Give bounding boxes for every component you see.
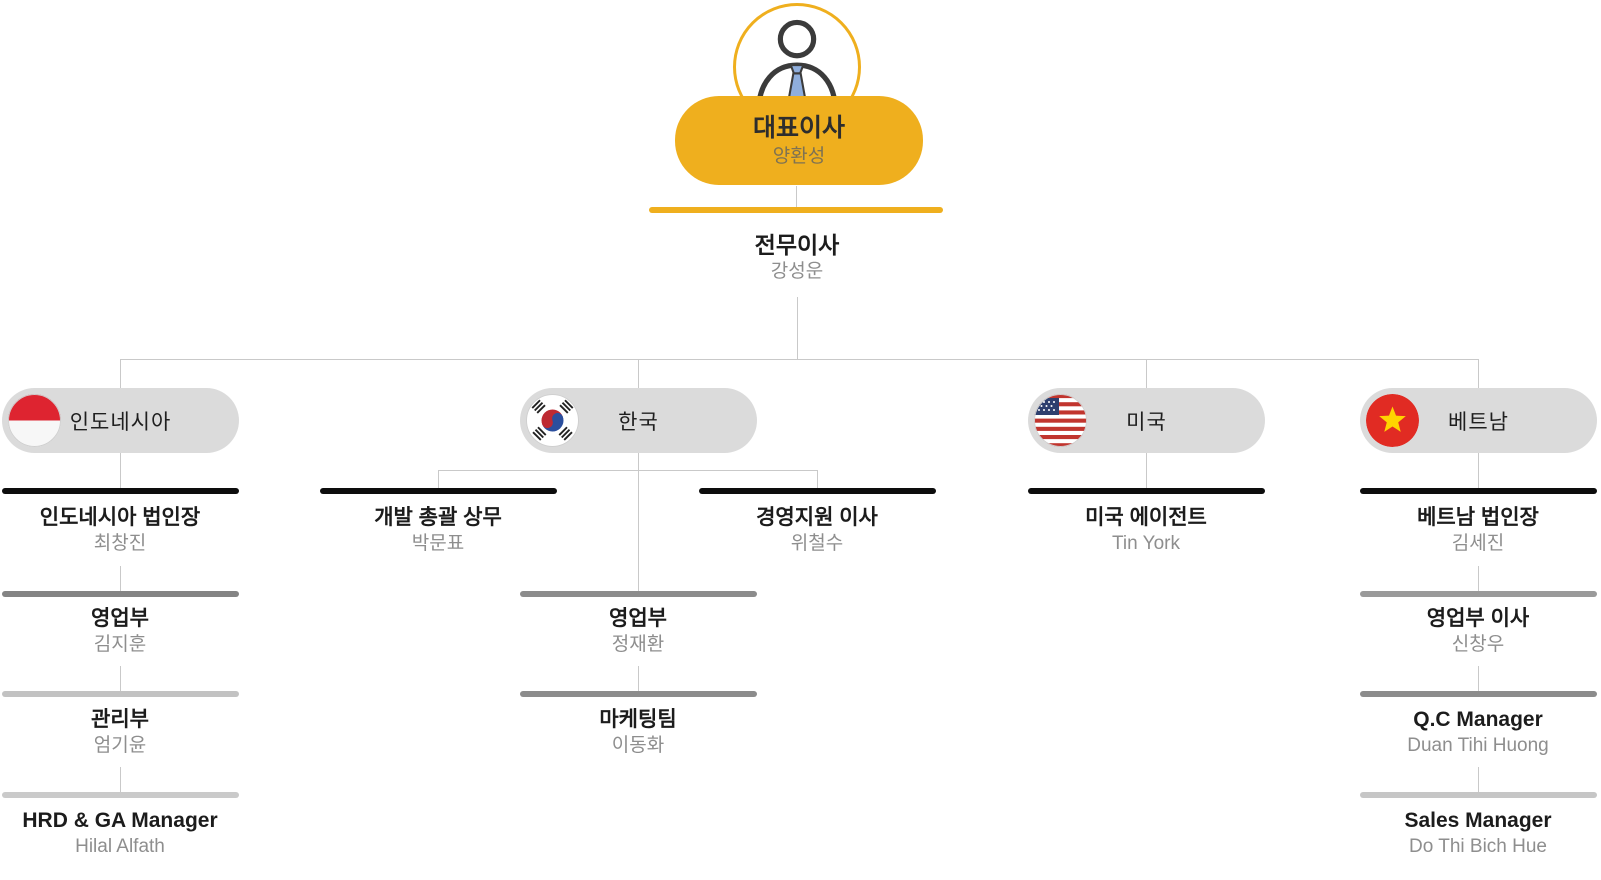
connector-stub [120,453,121,488]
connector-trunk-horizontal [120,359,1478,360]
level-bar [1360,591,1597,597]
node-name: 엄기윤 [93,735,147,756]
org-node: 베트남 법인장 김세진 [1338,504,1601,557]
branch-pill-indonesia: 인도네시아 [2,388,239,453]
branch-label: 미국 [1126,410,1167,434]
node-name: Hilal Alfath [75,836,165,857]
node-name: 박문표 [411,533,465,554]
ceo-title: 대표이사 [752,113,845,142]
branch-label: 인도네시아 [69,410,172,434]
connector-korea-split [438,470,817,471]
level-bar [1028,488,1265,494]
level-bar [1360,691,1597,697]
connector-stub [1478,566,1479,591]
node-title: 영업부 이사 [1426,607,1530,630]
node-name: Duan Tihi Huong [1407,735,1549,756]
level-bar [520,691,757,697]
org-node: 영업부 이사 신창우 [1338,605,1601,658]
connector-stub [1146,453,1147,488]
executive-node: 전무이사 강성운 [647,232,947,285]
branch-label: 베트남 [1448,410,1509,434]
node-name: 김지훈 [93,634,147,655]
connector-drop-vietnam [1478,359,1479,388]
node-title: 경영지원 이사 [756,506,878,529]
ceo-node: 대표이사 양환성 [675,96,923,185]
node-title: 전무이사 [754,232,840,258]
org-node: 영업부 정재환 [498,605,778,658]
level-bar [1360,792,1597,798]
org-node: 영업부 김지훈 [0,605,260,658]
node-title: 관리부 [91,708,149,731]
node-title: 미국 에이전트 [1085,506,1207,529]
branch-pill-korea: 한국 [520,388,757,453]
connector-stub [1478,767,1479,792]
node-title: 인도네시아 법인장 [39,506,201,529]
org-node: 개발 총괄 상무 박문표 [298,504,578,557]
level-bar [2,591,239,597]
branch-pill-vietnam: 베트남 [1360,388,1597,453]
node-name: 정재환 [611,634,665,655]
node-title: 영업부 [91,607,149,630]
connector-stub [638,666,639,691]
org-node: HRD & GA Manager Hilal Alfath [0,807,260,860]
usa-flag-icon [1034,394,1087,447]
node-title: Sales Manager [1404,809,1552,832]
org-node: 마케팅팀 이동화 [498,706,778,759]
node-title: 베트남 법인장 [1417,506,1539,529]
node-name: Do Thi Bich Hue [1409,836,1547,857]
south-korea-flag-icon [526,394,579,447]
indonesia-flag-icon [8,394,61,447]
node-title: 개발 총괄 상무 [374,506,502,529]
org-node: 미국 에이전트 Tin York [1006,504,1286,557]
connector-drop-korea-right [817,470,818,488]
connector-stub [120,666,121,691]
level-bar [2,792,239,798]
connector-stub [1478,453,1479,488]
node-name: 위철수 [790,533,844,554]
node-title: 영업부 [609,607,667,630]
connector-trunk-vertical [797,297,798,359]
level-bar [520,591,757,597]
org-node: 관리부 엄기윤 [0,706,260,759]
connector-korea-center [638,453,639,591]
connector-stub [1478,666,1479,691]
org-node: Sales Manager Do Thi Bich Hue [1338,807,1601,860]
connector-ceo-stub [796,186,797,207]
branch-label: 한국 [618,410,659,434]
level-bar [2,488,239,494]
level-bar [699,488,936,494]
org-node: Q.C Manager Duan Tihi Huong [1338,706,1601,759]
ceo-divider-bar [649,207,943,213]
node-name: 이동화 [611,735,665,756]
connector-stub [120,767,121,792]
node-title: 마케팅팀 [599,708,677,731]
connector-drop-indonesia [120,359,121,388]
connector-stub [120,566,121,591]
vietnam-flag-icon [1366,394,1419,447]
branch-pill-usa: 미국 [1028,388,1265,453]
node-name: 최창진 [93,533,147,554]
node-title: HRD & GA Manager [22,809,218,832]
connector-drop-usa [1146,359,1147,388]
org-node: 인도네시아 법인장 최창진 [0,504,260,557]
node-name: 신창우 [1451,634,1505,655]
level-bar [2,691,239,697]
connector-drop-korea [638,359,639,388]
node-name: 김세진 [1451,533,1505,554]
connector-drop-korea-left [438,470,439,488]
node-title: Q.C Manager [1413,708,1543,731]
org-node: 경영지원 이사 위철수 [677,504,957,557]
level-bar [320,488,557,494]
level-bar [1360,488,1597,494]
ceo-name: 양환성 [772,145,826,167]
node-name: Tin York [1112,533,1180,554]
node-name: 강성운 [770,261,824,282]
